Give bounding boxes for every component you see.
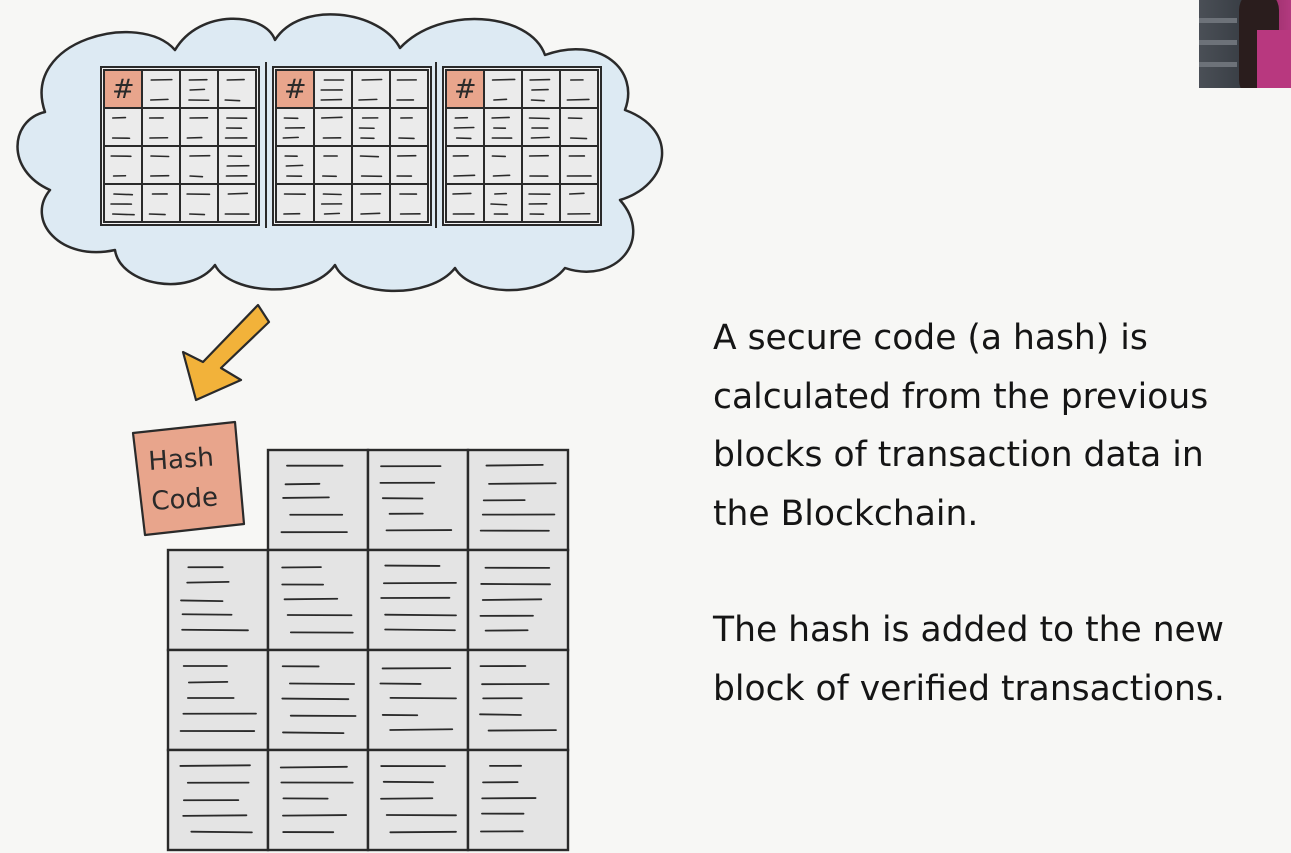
explanation-paragraph-1: A secure code (a hash) is calculated fro… (713, 309, 1291, 543)
transaction-cell (217, 145, 257, 185)
new-block-cell (266, 548, 370, 652)
transaction-cell (389, 69, 429, 109)
transaction-cell (313, 107, 353, 147)
transaction-cell (217, 107, 257, 147)
transaction-cell (351, 145, 391, 185)
transaction-cell (217, 183, 257, 223)
new-block-cell (166, 648, 270, 752)
previous-block-grid: # (442, 66, 602, 226)
new-block-cell (366, 748, 470, 852)
transaction-cell (313, 183, 353, 223)
transaction-cell (559, 145, 599, 185)
transaction-cell (483, 145, 523, 185)
transaction-cell (275, 107, 315, 147)
paragraph1-line2: calculated from the previous (713, 376, 1209, 417)
new-block-cell (366, 448, 470, 552)
previous-block-grid: # (100, 66, 260, 226)
transaction-cell (559, 183, 599, 223)
transaction-cell (217, 69, 257, 109)
transaction-cell (313, 145, 353, 185)
hash-symbol: # (454, 74, 477, 105)
transaction-cell (559, 107, 599, 147)
new-block-cell (466, 448, 570, 552)
transaction-cell (103, 145, 143, 185)
transaction-cell (141, 107, 181, 147)
down-arrow-icon (181, 303, 271, 402)
transaction-cell (275, 183, 315, 223)
transaction-cell (103, 107, 143, 147)
new-block-cell (266, 448, 370, 552)
transaction-cell (141, 145, 181, 185)
hash-code-tag: Hash Code (131, 420, 246, 537)
new-block-cell (466, 548, 570, 652)
new-block-cell (466, 748, 570, 852)
paragraph1-line1: A secure code (a hash) is (713, 318, 1148, 358)
transaction-cell (483, 107, 523, 147)
new-block-cell (166, 748, 270, 852)
new-block-cell (366, 648, 470, 752)
paragraph1-line3: blocks of transaction data in (713, 435, 1204, 475)
transaction-cell (389, 145, 429, 185)
transaction-cell (351, 69, 391, 109)
transaction-cell (445, 145, 485, 185)
transaction-cell (141, 69, 181, 109)
new-block-cell (366, 548, 470, 652)
new-block-cell (466, 648, 570, 752)
hash-symbol: # (112, 74, 135, 105)
transaction-cell (313, 69, 353, 109)
transaction-cell (389, 183, 429, 223)
presenter-video-thumbnail (1199, 0, 1291, 88)
transaction-cell (521, 145, 561, 185)
new-block-cell (266, 648, 370, 752)
hash-code-label-line2: Code (150, 482, 218, 517)
hash-cell (275, 69, 315, 109)
explanation-paragraph-2: The hash is added to the new block of ve… (713, 601, 1291, 718)
transaction-cell (179, 145, 219, 185)
transaction-cell (103, 183, 143, 223)
hash-code-label-line1: Hash (147, 442, 214, 476)
transaction-cell (521, 183, 561, 223)
transaction-cell (389, 107, 429, 147)
transaction-cell (179, 107, 219, 147)
transaction-cell (483, 69, 523, 109)
transaction-cell (483, 183, 523, 223)
paragraph2-line2: block of verified transactions. (713, 668, 1225, 709)
new-block-cell (166, 548, 270, 652)
paragraph1-line4: the Blockchain. (713, 493, 979, 534)
transaction-cell (521, 107, 561, 147)
transaction-cell (141, 183, 181, 223)
hash-symbol: # (284, 74, 307, 105)
previous-block-grid: # (272, 66, 432, 226)
transaction-cell (351, 107, 391, 147)
paragraph2-line1: The hash is added to the new (713, 610, 1224, 650)
transaction-cell (351, 183, 391, 223)
transaction-cell (559, 69, 599, 109)
hash-cell (445, 69, 485, 109)
transaction-cell (179, 183, 219, 223)
new-block-cell (266, 748, 370, 852)
transaction-cell (445, 183, 485, 223)
